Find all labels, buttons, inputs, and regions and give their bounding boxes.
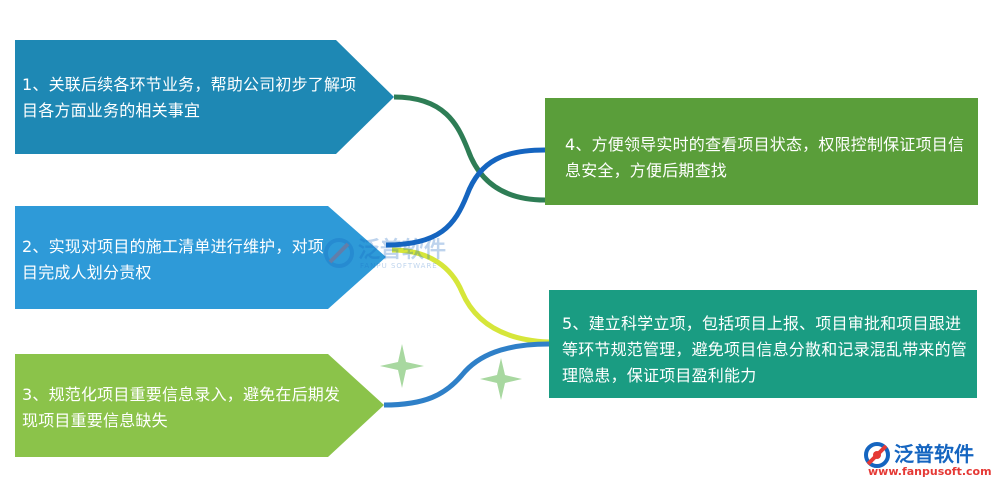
item-3-text: 3、规范化项目重要信息录入，避免在后期发现项目重要信息缺失 [22, 385, 341, 430]
item-5-text: 5、建立科学立项，包括项目上报、项目审批和项目跟进等环节规范管理，避免项目信息分… [562, 314, 968, 385]
item-4-box [545, 98, 978, 205]
center-watermark: 泛普软件 FANPU SOFTWARE [322, 232, 452, 276]
center-watermark-name: 泛普软件 [358, 238, 447, 263]
item-4-text: 4、方便领导实时的查看项目状态，权限控制保证项目信息安全，方便后期查找 [565, 135, 965, 180]
connector-line-3-5 [383, 341, 550, 408]
sparkle-icon [380, 344, 424, 388]
fanpu-logo-icon [864, 442, 890, 468]
item-1-text: 1、关联后续各环节业务，帮助公司初步了解项目各方面业务的相关事宜 [22, 75, 357, 120]
corner-watermark-name: 泛普软件 [894, 442, 974, 466]
corner-watermark: 泛普软件 www.fanpusoft.com [862, 438, 992, 482]
corner-watermark-url: www.fanpusoft.com [868, 465, 992, 478]
fanpu-logo-icon [324, 238, 354, 268]
connector-line-1-4 [393, 94, 546, 203]
center-watermark-sub: FANPU SOFTWARE [360, 262, 438, 270]
item-2-text: 2、实现对项目的施工清单进行维护，对项目完成人划分责权 [22, 237, 324, 282]
connector-line-2-4 [385, 147, 546, 248]
item-2-box [15, 206, 386, 309]
item-3-box [15, 354, 384, 457]
item-5-box [549, 290, 977, 398]
connector-line-2-5 [391, 247, 550, 345]
item-1-box [15, 40, 394, 154]
sparkle-icon [480, 358, 522, 400]
